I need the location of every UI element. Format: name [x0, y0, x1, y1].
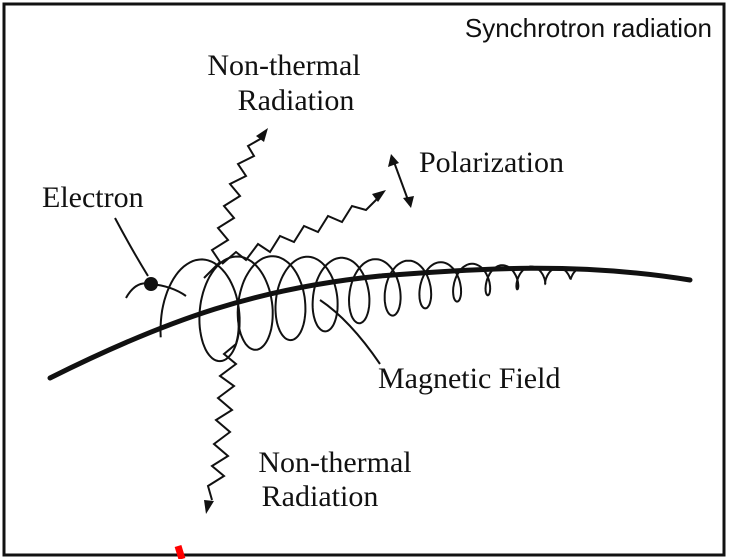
- bottom-radiation-wave: [206, 317, 240, 501]
- bottom-radiation-label-line2: Radiation: [262, 480, 379, 513]
- magnetic-field-leader-line: [319, 299, 381, 365]
- top-radiation-label-line1: Non-thermal: [207, 49, 360, 82]
- polarization-arrowhead-bottom: [403, 196, 414, 208]
- electron-leader-line: [114, 217, 149, 277]
- bottom-radiation-arrowhead: [204, 500, 214, 514]
- electron-dot: [144, 277, 158, 291]
- polarization-radiation-wave: [221, 195, 381, 265]
- top-radiation-wave: [203, 137, 263, 279]
- polarization-double-arrow: [393, 161, 409, 201]
- electron-label: Electron: [42, 181, 144, 214]
- top-radiation-arrowhead: [256, 128, 268, 142]
- red-marker: [174, 544, 186, 559]
- top-radiation-label-line2: Radiation: [238, 84, 355, 117]
- figure-title: Synchrotron radiation: [465, 13, 712, 43]
- polarization-arrowhead-top: [388, 154, 399, 167]
- electron-helix-path: [159, 255, 588, 363]
- bottom-radiation-label-line1: Non-thermal: [258, 446, 411, 479]
- polarization-label: Polarization: [419, 146, 564, 179]
- magnetic-field-label: Magnetic Field: [378, 362, 560, 395]
- polarization-radiation-arrowhead: [372, 190, 386, 202]
